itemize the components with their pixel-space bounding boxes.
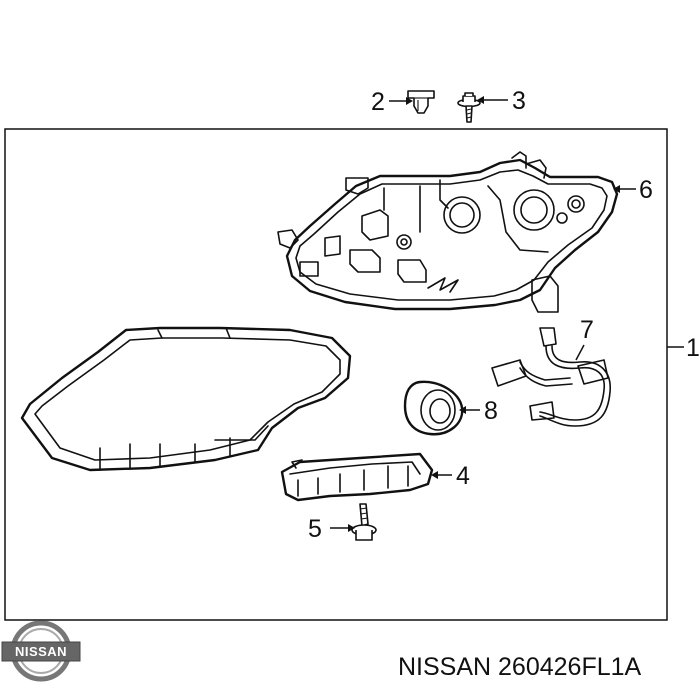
part-5-bolt: [351, 503, 377, 541]
callout-7: 7: [580, 316, 594, 344]
part-6-housing: [277, 151, 619, 313]
part-7-harness: [491, 327, 611, 427]
callout-5: 5: [308, 515, 322, 543]
part-number-label: NISSAN 260426FL1A: [398, 653, 642, 681]
callout-7-leader: [575, 344, 585, 361]
part-4-bracket: [280, 452, 434, 502]
callout-8: 8: [484, 397, 498, 425]
assembly-frame: [4, 128, 668, 621]
callout-6: 6: [639, 176, 653, 204]
part-3-screw: [457, 92, 481, 123]
nissan-logo: NISSAN: [1, 620, 81, 682]
callout-3: 3: [512, 87, 526, 115]
callout-4: 4: [456, 462, 470, 490]
part-8-seal: [403, 380, 464, 436]
part-2-clip: [407, 90, 435, 114]
callout-2: 2: [371, 88, 385, 116]
logo-text: NISSAN: [15, 644, 67, 659]
callout-1: 1: [686, 334, 700, 362]
lens-cover: [20, 326, 352, 472]
